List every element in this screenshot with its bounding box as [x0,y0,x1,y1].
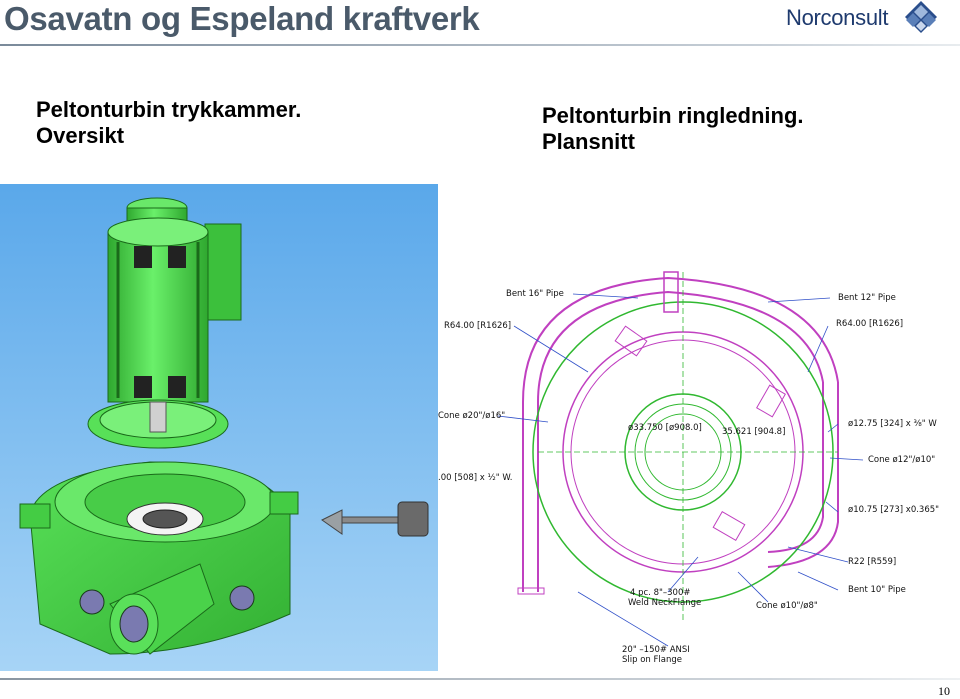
label-d12: ø12.75 [324] x ⅜" W [848,419,937,429]
left-heading-line1: Peltonturbin trykkammer. [36,97,302,122]
label-d35: 35.621 [904.8] [722,427,785,437]
label-cone12: Cone ø12"/ø10" [868,455,935,465]
page-number: 10 [938,684,950,698]
title-divider [0,44,960,46]
right-heading: Peltonturbin ringledning. Plansnitt [542,103,902,155]
label-r22: R22 [R559] [848,557,896,567]
slide-title: Osavatn og Espeland kraftverk [4,0,480,37]
label-d33: ø33.750 [ø908.0] [628,423,702,433]
label-pipe20: .00 [508] x ½" W. [438,473,513,483]
label-cone20: Cone ø20"/ø16" [438,411,505,421]
pelton-turbine-render [0,184,438,671]
ring-pipe-plan-drawing: Bent 16" Pipe Bent 12" Pipe R64.00 [R162… [438,262,960,672]
label-bent16: Bent 16" Pipe [506,289,564,299]
norconsult-diamond-icon [905,1,937,33]
label-ansi-2: Slip on Flange [622,655,682,665]
label-r64-right: R64.00 [R1626] [836,319,903,329]
label-r64-left: R64.00 [R1626] [444,321,511,331]
left-heading-line2: Oversikt [36,123,125,148]
label-ansi-1: 20" –150# ANSI [622,645,690,655]
left-heading: Peltonturbin trykkammer. Oversikt [36,97,396,149]
label-d10: ø10.75 [273] x0.365" [848,505,939,515]
label-neckflange-1: 4 pc. 8"–300# [630,588,691,598]
label-cone10: Cone ø10"/ø8" [756,601,818,611]
footer-divider [0,678,960,680]
label-neckflange-2: Weld NeckFlange [628,598,701,608]
logo-text: Norconsult [786,5,889,30]
right-heading-line2: Plansnitt [542,129,635,154]
right-heading-line1: Peltonturbin ringledning. [542,103,804,128]
norconsult-logo: Norconsult [786,0,956,36]
label-bent12: Bent 12" Pipe [838,293,896,303]
label-bent10: Bent 10" Pipe [848,585,906,595]
